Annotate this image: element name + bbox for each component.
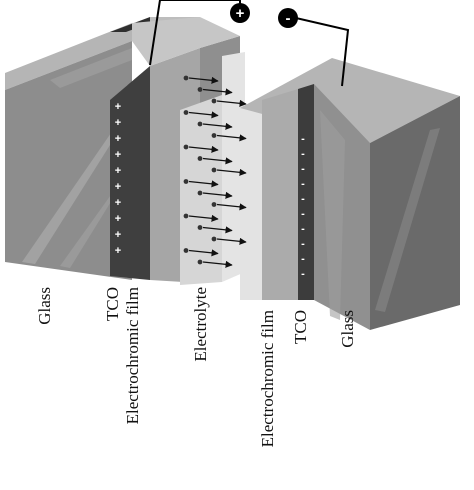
circuit: + -: [149, 0, 350, 87]
labels: Glass TCO Electrochromic film Electrolyt…: [35, 287, 357, 447]
ion-arrow: [183, 75, 219, 84]
ion-arrow: [211, 167, 247, 176]
right-tco-layer: [298, 84, 314, 300]
left-glass-streak-2: [60, 185, 118, 268]
negative-charge: -: [301, 163, 305, 175]
right-charges: - - - - - - - - - -: [301, 133, 305, 280]
negative-charge: -: [301, 223, 305, 235]
left-side-top: [132, 17, 240, 66]
label-right-tco: TCO: [291, 310, 310, 344]
negative-charge: -: [301, 268, 305, 280]
positive-charge: +: [115, 149, 121, 161]
right-electrolyte-edge: [240, 100, 262, 300]
ion-arrows: [183, 75, 247, 268]
ion-arrow: [197, 259, 233, 268]
ion-arrow: [211, 202, 247, 211]
left-tco-layer: [110, 66, 150, 280]
label-electrolyte: Electrolyte: [191, 287, 210, 362]
ion-arrow: [183, 179, 219, 188]
negative-terminal-sign: -: [286, 10, 291, 27]
left-glass-sheen: [50, 48, 132, 88]
left-electrolyte-front: [180, 95, 222, 285]
left-glass-front: [5, 41, 132, 280]
label-left-film: Electrochromic film: [123, 287, 142, 424]
label-left-tco: TCO: [103, 287, 122, 321]
ion-arrow: [197, 225, 233, 234]
negative-charge: -: [301, 178, 305, 190]
right-film-front: [262, 89, 298, 300]
ion-arrow: [197, 87, 233, 96]
ion-arrow: [183, 144, 219, 153]
left-charges: + + + + + + + + + +: [115, 101, 121, 257]
ion-arrow: [183, 213, 219, 222]
positive-charge: +: [115, 213, 121, 225]
ion-arrow: [211, 236, 247, 245]
left-glass-streak-1: [22, 120, 120, 264]
positive-charge: +: [115, 117, 121, 129]
ion-arrow: [197, 121, 233, 130]
negative-terminal: [278, 8, 298, 28]
label-right-glass: Glass: [338, 310, 357, 348]
ion-arrow: [197, 190, 233, 199]
positive-charge: +: [115, 133, 121, 145]
negative-charge: -: [301, 133, 305, 145]
left-glass-top: [5, 23, 132, 90]
left-device: + + + + + + + + + +: [5, 17, 245, 285]
negative-charge: -: [301, 238, 305, 250]
label-right-film: Electrochromic film: [258, 310, 277, 447]
right-device: - - - - - - - - - -: [240, 58, 460, 330]
positive-charge: +: [115, 181, 121, 193]
ion-arrow: [211, 133, 247, 142]
negative-charge: -: [301, 193, 305, 205]
positive-charge: +: [115, 165, 121, 177]
positive-charge: +: [115, 197, 121, 209]
label-left-glass: Glass: [35, 287, 54, 325]
negative-charge: -: [301, 253, 305, 265]
ion-arrow: [211, 98, 247, 107]
negative-charge: -: [301, 148, 305, 160]
ion-arrow: [183, 248, 219, 257]
negative-charge: -: [301, 208, 305, 220]
positive-charge: +: [115, 245, 121, 257]
left-electrolyte-side: [222, 52, 245, 282]
positive-charge: +: [115, 101, 121, 113]
positive-terminal: [230, 3, 250, 23]
positive-charge: +: [115, 229, 121, 241]
right-glass-streak-2: [375, 128, 440, 312]
positive-terminal-sign: +: [236, 5, 245, 22]
right-glass-streak: [320, 110, 345, 320]
ion-arrow: [183, 110, 219, 119]
ion-arrow: [197, 156, 233, 165]
